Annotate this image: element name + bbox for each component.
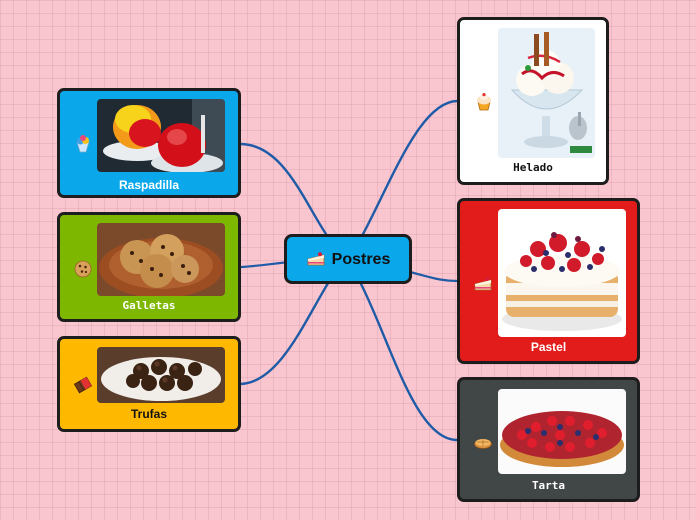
chocolate-chip-cookies-photo xyxy=(97,223,225,296)
node-trufas[interactable]: Trufas xyxy=(57,336,241,432)
connector-helado xyxy=(360,99,459,238)
node-label-trufas: Trufas xyxy=(130,407,167,421)
connector-pastel xyxy=(408,270,459,283)
chocolate-bar-icon xyxy=(73,375,93,395)
shaved-ice-icon xyxy=(73,134,93,154)
chocolate-truffles-photo xyxy=(97,347,225,403)
node-label-helado: Helado xyxy=(513,161,553,174)
connector-trufas xyxy=(239,278,332,386)
berry-layer-cake-photo xyxy=(498,209,626,337)
connector-tarta xyxy=(358,280,459,442)
connector-galletas xyxy=(239,260,292,269)
cake-slice-icon xyxy=(306,251,326,269)
node-label-tarta: Tarta xyxy=(531,479,566,492)
central-topic-postres[interactable]: Postres xyxy=(284,234,412,284)
node-pastel[interactable]: Pastel xyxy=(457,198,640,364)
connector-raspadilla xyxy=(239,142,332,242)
ice-cream-sundae-photo xyxy=(498,28,595,158)
node-tarta[interactable]: Tarta xyxy=(457,377,640,502)
node-label-galletas: Galletas xyxy=(122,299,176,312)
cupcake-icon xyxy=(474,92,494,112)
node-label-raspadilla: Raspadilla xyxy=(118,178,180,192)
cake-slice-icon xyxy=(473,275,493,295)
berry-tart-photo xyxy=(498,389,626,474)
shaved-ice-photo xyxy=(97,99,225,172)
pie-icon xyxy=(473,432,493,452)
node-raspadilla[interactable]: Raspadilla xyxy=(57,88,241,198)
node-galletas[interactable]: Galletas xyxy=(57,212,241,322)
node-label-pastel: Pastel xyxy=(530,340,567,354)
central-title: Postres xyxy=(331,251,391,268)
cookie-icon xyxy=(73,259,93,279)
node-helado[interactable]: Helado xyxy=(457,17,609,185)
